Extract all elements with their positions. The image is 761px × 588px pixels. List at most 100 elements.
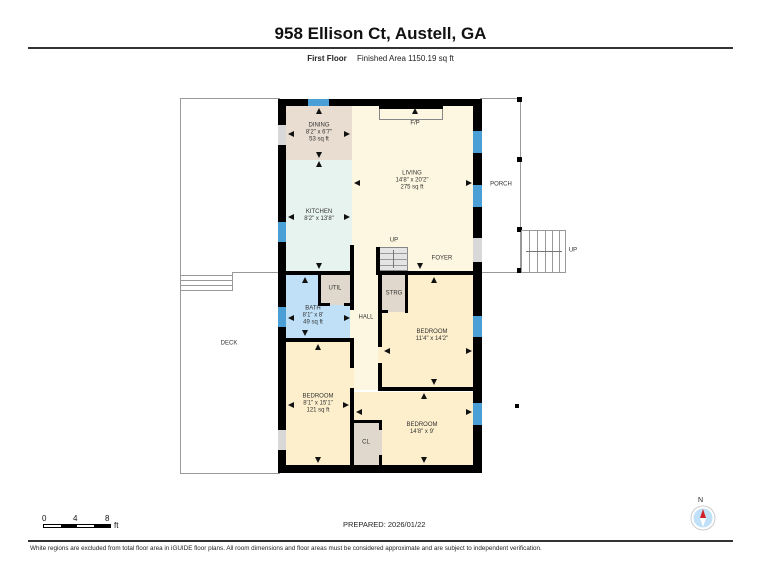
room-label-bedroom-se: BEDROOM 14'8" x 9' [406,422,437,436]
dim-arrow-icon [288,131,294,137]
dim-arrow-icon [466,348,472,354]
room-name: BEDROOM [302,393,334,400]
dim-arrow-icon [421,457,427,463]
porch-stairs-label: UP [568,247,578,254]
deck-step-line [180,285,233,286]
dim-arrow-icon [466,180,472,186]
wall-util-south [318,303,330,306]
door-dining-exterior[interactable] [278,125,286,145]
room-name: BATH [305,305,321,312]
porch-stairs [521,230,566,273]
door-closet[interactable] [379,430,382,455]
room-living[interactable] [352,106,473,274]
window-kitchen-west [278,222,286,242]
deck-step-line [180,280,233,281]
room-dining[interactable] [286,106,352,160]
wall-util-south-2 [344,303,354,306]
stairs-up-label: UP [389,237,399,244]
room-name: BEDROOM [406,422,438,428]
fireplace-hearth [379,106,443,109]
window-north [308,99,329,106]
room-hall[interactable] [354,271,378,390]
room-area: 53 sq ft [309,136,329,143]
wall-stairs-west [376,247,380,275]
door-bedroom-sw-exterior[interactable] [278,430,286,450]
scale-seg [44,525,61,527]
dim-arrow-icon [417,263,423,269]
dim-arrow-icon [315,457,321,463]
foyer-label: FOYER [431,255,453,262]
room-bedroom-sw[interactable] [286,342,351,465]
door-hall-bedroom-ne[interactable] [378,347,382,363]
wall-closet-east [379,420,382,430]
wall-kitchen-east [350,245,354,274]
dim-arrow-icon [302,277,308,283]
room-closet[interactable] [354,422,379,465]
wall-foyer-south [378,271,473,275]
porch-post [517,157,522,162]
dim-arrow-icon [412,108,418,114]
door-foyer-exterior[interactable] [473,238,482,262]
scale-unit: ft [114,521,119,530]
room-util[interactable] [320,275,350,305]
room-area: 121 sq ft [306,407,330,414]
porch-post [517,268,522,273]
header-divider [28,47,733,49]
room-label-bedroom-ne: BEDROOM 11'4" x 14'2" [416,329,448,343]
dim-arrow-icon [315,344,321,350]
room-area: 275 sq ft [400,184,424,191]
deck-edge [232,272,233,291]
yard-marker [515,404,519,408]
room-dims: 14'8" x 20'2" [395,177,429,184]
wall-hall-east-lower [378,363,382,389]
room-dims: 8'2" x 13'8" [304,216,334,222]
room-label-bedroom-sw: BEDROOM 8'1" x 15'1" 121 sq ft [302,394,333,415]
dim-arrow-icon [288,402,294,408]
door-hall-bath[interactable] [350,310,354,338]
dim-arrow-icon [356,409,362,415]
scale-tick-0: 0 [42,514,47,523]
finished-area: Finished Area 1150.19 sq ft [356,54,454,63]
room-strg-overlay [382,275,407,312]
footer-divider [28,540,733,542]
window-bedroom-ne [473,316,482,337]
dim-arrow-icon [431,277,437,283]
disclaimer: White regions are excluded from total fl… [30,545,542,552]
room-dims: 8'1" x 8' [302,312,324,319]
dim-arrow-icon [384,348,390,354]
wall-bedroom-divider [378,387,473,391]
strg-label: STRG [385,290,403,297]
dim-arrow-icon [288,214,294,220]
compass-icon [690,505,716,531]
scale-bar [43,524,111,528]
dim-arrow-icon [421,393,427,399]
room-kitchen[interactable] [286,160,352,271]
scale-tick-8: 8 [105,514,110,523]
wall-bath-south [286,338,354,342]
dim-arrow-icon [288,315,294,321]
closet-label: CL [362,439,370,446]
window-bath-west [278,307,286,327]
fireplace-label: F/P [410,120,420,127]
page-title: 958 Ellison Ct, Austell, GA [274,24,487,43]
room-label-living: LIVING 14'8" x 20'2" 275 sq ft [396,171,429,192]
compass-label: N [698,497,704,504]
wall-south [278,465,482,473]
porch-post [517,97,522,102]
room-name: LIVING [402,170,422,177]
stair-direction-line [526,251,562,252]
room-dims: 8'1" x 15'1" [303,400,333,407]
prepared-date: PREPARED: 2026/01/22 [343,520,426,529]
room-area: 49 sq ft [303,319,323,326]
room-dims: 14'8" x 9' [409,429,435,435]
room-name: DINING [308,122,330,129]
scale-seg [77,525,94,527]
dim-arrow-icon [466,409,472,415]
dim-arrow-icon [316,161,322,167]
wall-bath-east [350,275,354,310]
stair-direction-line [393,250,394,268]
door-hall-bedroom-sw[interactable] [350,368,354,388]
dim-arrow-icon [431,379,437,385]
wall-closet-east-lower [379,455,382,465]
